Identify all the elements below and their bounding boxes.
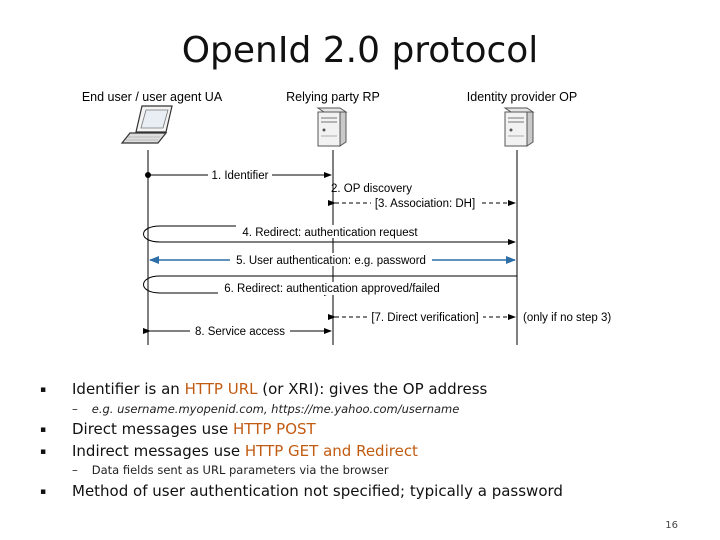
highlight-http-get-redirect: HTTP GET and Redirect — [244, 442, 418, 460]
bullet-marker-icon: ▪ — [40, 385, 47, 395]
page-title: OpenId 2.0 protocol — [181, 30, 539, 71]
message-5-label: 5. User authentication: e.g. password — [236, 255, 426, 267]
bullet-indirect-messages: ▪Indirect messages use HTTP GET and Redi… — [40, 442, 418, 460]
message-8-label: 8. Service access — [195, 326, 285, 338]
message-5-user-authentication: 5. User authentication: e.g. password — [149, 253, 516, 267]
page-number: 16 — [665, 520, 678, 531]
message-6-label: 6. Redirect: authentication approved/fai… — [224, 283, 439, 295]
message-4-redirect-request: 4. Redirect: authentication request — [143, 225, 516, 245]
message-7-note: (only if no step 3) — [523, 312, 611, 324]
bullet-marker-icon: ▪ — [40, 447, 47, 457]
sub-bullet-url-parameters: –Data fields sent as URL parameters via … — [72, 463, 389, 477]
bullet-user-authentication: ▪Method of user authentication not speci… — [40, 482, 563, 500]
actor-label-rp: Relying party RP — [286, 90, 380, 104]
message-8-service-access: 8. Service access — [143, 324, 332, 338]
message-7-label: [7. Direct verification] — [371, 312, 478, 324]
actor-label-op: Identity provider OP — [467, 90, 577, 104]
bullet-direct-messages: ▪Direct messages use HTTP POST — [40, 420, 316, 438]
message-4-label: 4. Redirect: authentication request — [242, 227, 418, 239]
message-2-op-discovery: 2. OP discovery — [331, 183, 412, 195]
message-7-direct-verification: [7. Direct verification] (only if no ste… — [328, 310, 611, 324]
op-server-icon — [503, 107, 535, 147]
message-1-label: 1. Identifier — [212, 170, 269, 182]
message-6-redirect-result: 6. Redirect: authentication approved/fai… — [143, 275, 517, 296]
highlight-http-post: HTTP POST — [233, 420, 316, 438]
protocol-sequence-diagram: End user / user agent UA Relying party R… — [82, 90, 611, 345]
message-3-association: [3. Association: DH] — [328, 196, 516, 210]
laptop-icon — [120, 105, 173, 144]
bullet-marker-icon: ▪ — [40, 487, 47, 497]
rp-server-icon — [316, 107, 348, 147]
sub-bullet-identifier-examples: –e.g. username.myopenid.com, https://me.… — [72, 402, 460, 416]
bullet-identifier: ▪Identifier is an HTTP URL (or XRI): giv… — [40, 380, 488, 398]
bullet-marker-icon: ▪ — [40, 425, 47, 435]
message-3-label: [3. Association: DH] — [375, 198, 475, 210]
message-1-identifier: 1. Identifier — [145, 168, 332, 182]
actor-label-user: End user / user agent UA — [82, 90, 223, 104]
highlight-http-url: HTTP URL — [184, 380, 258, 398]
message-2-label: 2. OP discovery — [331, 183, 412, 195]
